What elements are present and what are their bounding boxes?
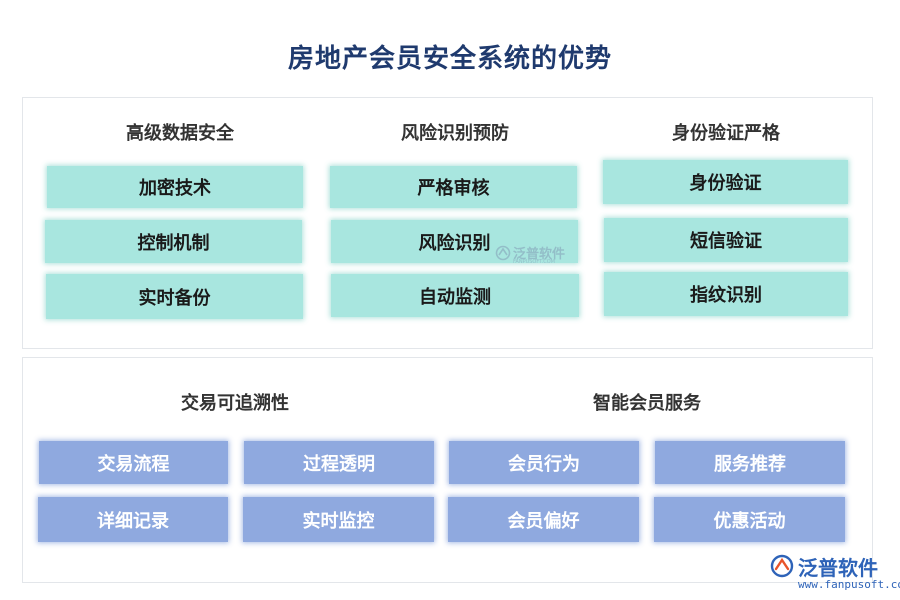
box-control-mechanism: 控制机制: [45, 220, 302, 263]
box-process-transparency: 过程透明: [244, 441, 434, 484]
box-sms-verification: 短信验证: [604, 218, 848, 262]
box-realtime-backup: 实时备份: [46, 274, 303, 319]
group-heading-member-service: 智能会员服务: [593, 393, 701, 414]
box-promotions: 优惠活动: [654, 497, 845, 542]
box-detailed-records: 详细记录: [38, 497, 228, 542]
box-auto-monitoring: 自动监测: [331, 274, 579, 317]
box-fingerprint-recognition: 指纹识别: [604, 272, 848, 316]
column-heading-risk-prevention: 风险识别预防: [401, 123, 509, 144]
logo-name: 泛普软件: [798, 556, 878, 580]
box-member-behavior: 会员行为: [449, 441, 639, 484]
box-transaction-flow: 交易流程: [39, 441, 228, 484]
box-member-preference: 会员偏好: [448, 497, 639, 542]
page-title: 房地产会员安全系统的优势: [287, 44, 612, 74]
box-service-recommendation: 服务推荐: [655, 441, 845, 484]
column-heading-data-security: 高级数据安全: [126, 123, 234, 144]
box-realtime-monitoring: 实时监控: [243, 497, 434, 542]
watermark: 泛普软件 FANPUSOFT.COM: [495, 243, 566, 265]
box-encryption: 加密技术: [47, 166, 303, 208]
group-heading-traceability: 交易可追溯性: [181, 393, 289, 414]
brand-logo: 泛普软件 www.fanpusoft.com: [770, 552, 900, 596]
box-risk-identification: 风险识别: [331, 220, 578, 263]
watermark-sub: FANPUSOFT.COM: [513, 259, 555, 265]
fanpu-logo-icon: [770, 554, 794, 578]
box-identity-verification: 身份验证: [603, 160, 848, 204]
column-heading-identity-verification: 身份验证严格: [672, 123, 780, 144]
watermark-logo-icon: [495, 245, 511, 260]
box-strict-review: 严格审核: [330, 166, 577, 208]
watermark-text: 泛普软件: [513, 247, 566, 262]
logo-url: www.fanpusoft.com: [798, 578, 900, 591]
